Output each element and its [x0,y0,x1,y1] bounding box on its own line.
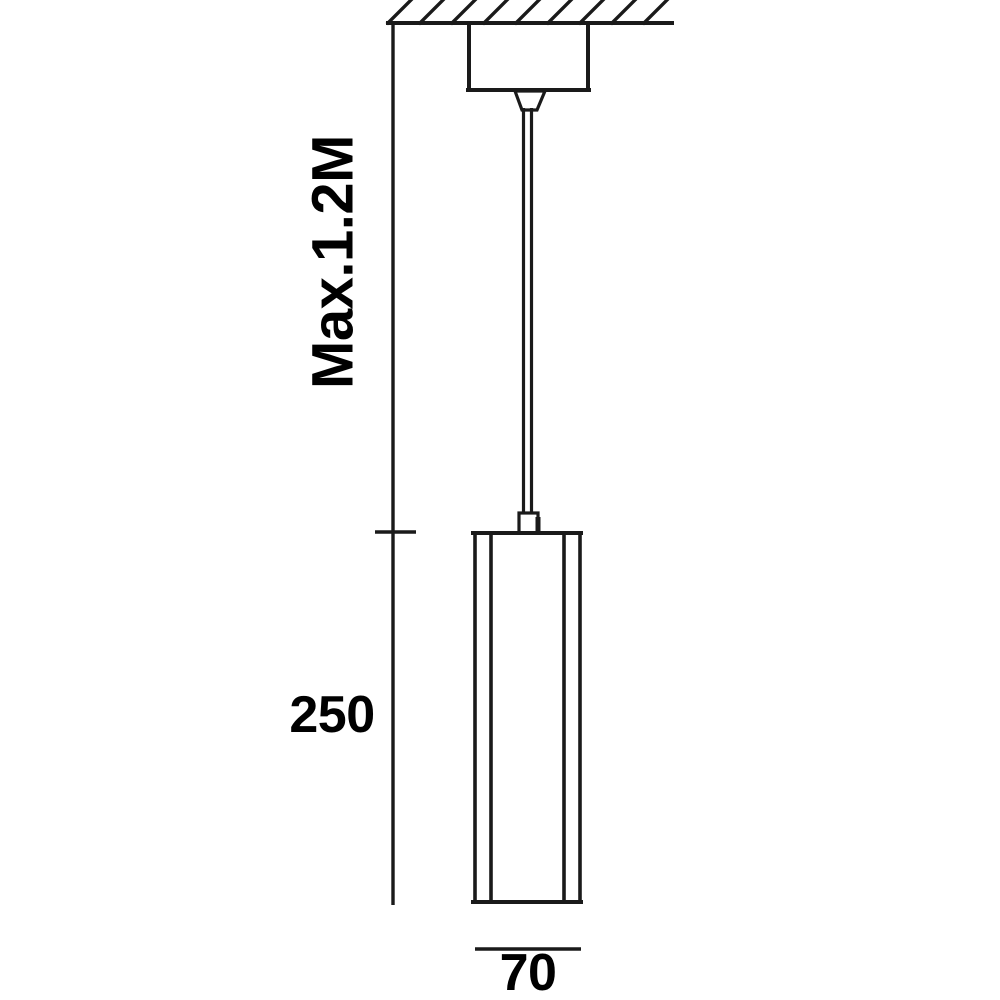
vertical-dimension-group [375,23,416,905]
strain-relief-shape [512,89,548,112]
drop-length-label: Max.1.2M [300,135,366,389]
suspension-cable-group [521,108,534,513]
body-width-label: 70 [499,944,557,1000]
top-connector-box [517,511,540,535]
canopy-group [466,21,591,92]
ceiling-hatching-icon [385,0,670,26]
top-connector-group [517,511,541,535]
body-height-label: 250 [289,686,375,744]
ceiling-group [385,0,674,26]
lamp-body-group [471,531,583,904]
strain-relief-group [512,89,548,112]
